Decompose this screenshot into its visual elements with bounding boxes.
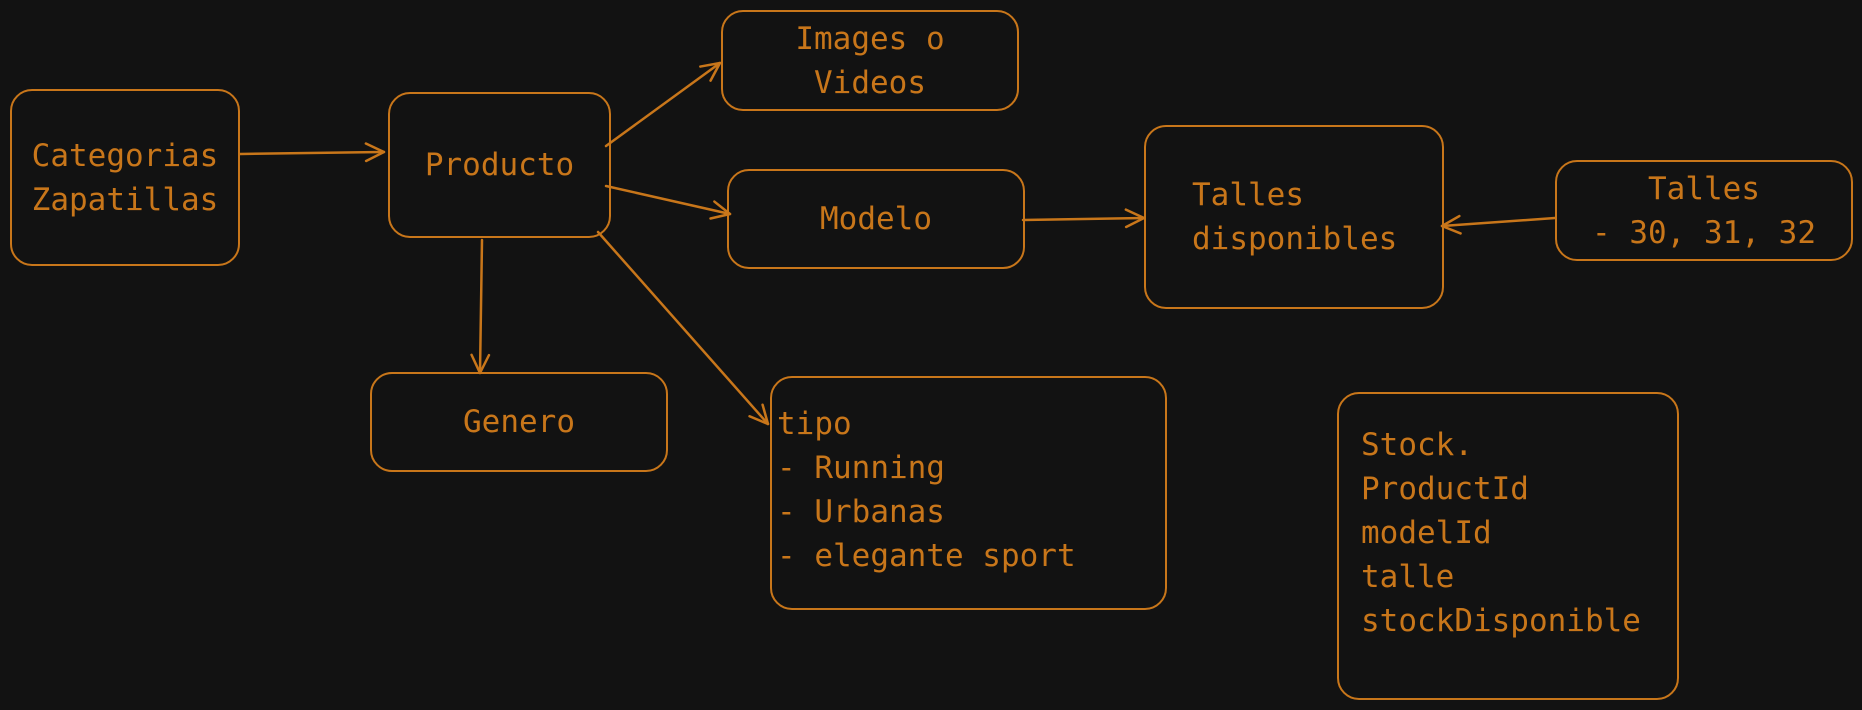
node-label: - elegante sport bbox=[777, 538, 1076, 574]
node-modelo[interactable]: Modelo bbox=[727, 169, 1025, 269]
node-label: Images o bbox=[795, 20, 945, 57]
node-label: disponibles bbox=[1192, 221, 1398, 257]
node-label: Modelo bbox=[820, 201, 932, 237]
node-tipo[interactable]: tipo - Running - Urbanas - elegante spor… bbox=[770, 376, 1167, 610]
edge-producto-to-modelo bbox=[604, 184, 732, 220]
node-label: Talles bbox=[1648, 170, 1760, 207]
arrowhead-icon bbox=[364, 142, 386, 163]
node-stock[interactable]: Stock. ProductId modelId talle stockDisp… bbox=[1337, 392, 1679, 700]
node-label: ProductId bbox=[1361, 471, 1529, 507]
edge-categorias-to-producto bbox=[238, 142, 386, 163]
node-talles[interactable]: Talles - 30, 31, 32 bbox=[1555, 160, 1853, 261]
edge-producto-to-tipo bbox=[596, 230, 770, 426]
node-label: Talles bbox=[1192, 177, 1304, 213]
node-label: - Urbanas bbox=[777, 494, 945, 530]
node-label: Stock. bbox=[1361, 427, 1473, 463]
node-label: Videos bbox=[814, 64, 926, 101]
edge-talles-to-talles_disponibles bbox=[1440, 214, 1557, 235]
edge-producto-to-images bbox=[604, 61, 722, 148]
node-categorias[interactable]: Categorias Zapatillas bbox=[10, 89, 240, 266]
node-label: - Running bbox=[777, 450, 945, 486]
node-label: Producto bbox=[424, 147, 575, 183]
node-images-videos[interactable]: Images o Videos bbox=[721, 10, 1019, 111]
node-label: Zapatillas bbox=[31, 181, 219, 218]
node-label: modelId bbox=[1361, 515, 1492, 551]
node-label: Genero bbox=[463, 404, 575, 440]
node-producto[interactable]: Producto bbox=[388, 92, 611, 238]
node-label: talle bbox=[1361, 559, 1455, 595]
node-label: - 30, 31, 32 bbox=[1592, 214, 1816, 251]
node-label: stockDisponible bbox=[1361, 603, 1641, 639]
node-talles-disponibles[interactable]: Talles disponibles bbox=[1144, 125, 1444, 309]
edge-producto-to-genero bbox=[470, 238, 491, 375]
edge-modelo-to-talles_disponibles bbox=[1021, 208, 1146, 229]
node-genero[interactable]: Genero bbox=[370, 372, 668, 472]
arrowhead-icon bbox=[709, 200, 732, 220]
arrowhead-icon bbox=[699, 61, 722, 82]
node-label: tipo bbox=[777, 406, 852, 442]
node-label: Categorias bbox=[31, 137, 219, 174]
arrowhead-icon bbox=[748, 403, 770, 426]
